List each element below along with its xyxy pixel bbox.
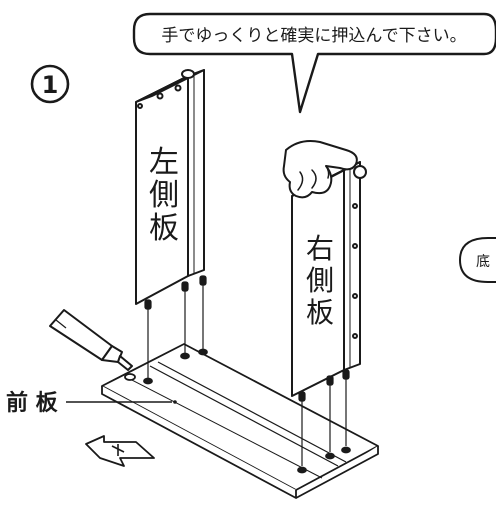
left-panel-char-2: 側 xyxy=(149,178,179,213)
right-panel-char-2: 側 xyxy=(306,264,334,297)
speech-bubble-text: 手でゆっくりと確実に押込んで下さい。 xyxy=(161,26,466,46)
left-panel-char-1: 左 xyxy=(149,145,179,180)
right-panel-guides xyxy=(298,369,350,466)
front-board xyxy=(101,343,379,499)
front-board-label: 前 板 xyxy=(6,390,59,416)
step-number-badge: 1 xyxy=(30,64,70,104)
partial-bubble-text: 底 xyxy=(476,254,490,270)
partial-bubble-right: 底 xyxy=(458,237,496,283)
front-board-label-group: 前 板 xyxy=(6,390,177,416)
right-panel-char-3: 板 xyxy=(306,296,334,329)
left-panel-guides xyxy=(144,275,207,378)
right-panel-label: 右 側 板 xyxy=(306,232,334,329)
left-side-panel xyxy=(135,69,205,305)
right-panel-char-1: 右 xyxy=(306,232,334,265)
direction-arrow-icon xyxy=(85,435,155,467)
glue-tube-icon xyxy=(49,309,133,371)
left-panel-label: 左 側 板 xyxy=(149,145,179,246)
left-panel-char-3: 板 xyxy=(149,211,179,246)
pressing-hand-icon xyxy=(282,140,358,199)
speech-bubble: 手でゆっくりと確実に押込んで下さい。 xyxy=(132,12,496,114)
step-number: 1 xyxy=(42,71,59,99)
